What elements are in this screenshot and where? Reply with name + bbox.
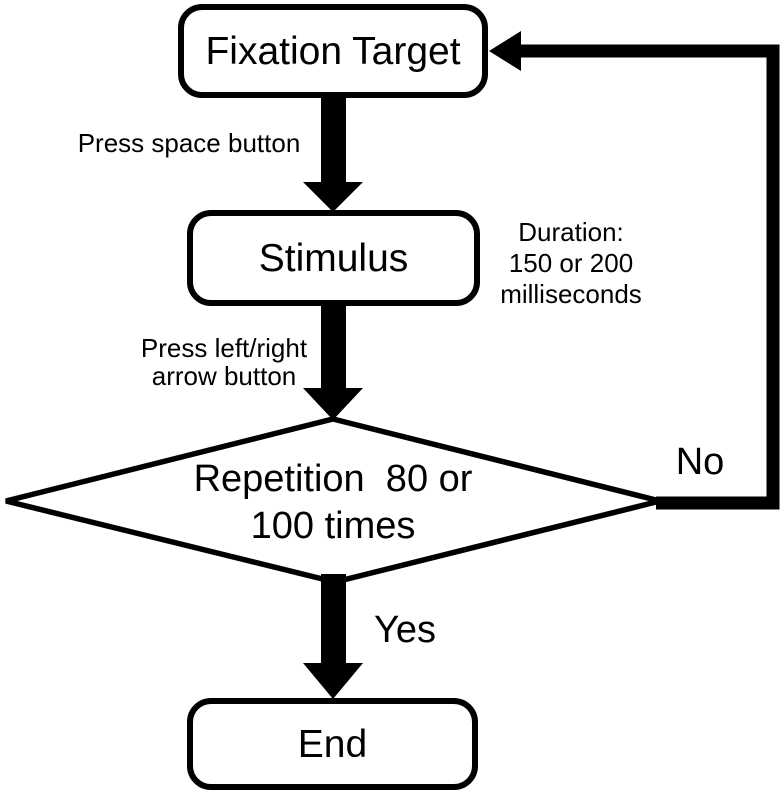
- end-label: End: [297, 722, 368, 766]
- decision-label: Repetition 80 or 100 times: [193, 458, 473, 547]
- no-edge-label: No: [675, 441, 725, 483]
- press-space-edge-label: Press space button: [77, 128, 301, 158]
- node-fixation-target: Fixation Target: [178, 4, 488, 98]
- no-loop-line: [514, 44, 780, 510]
- press-arrows-edge-label: Press left/right arrow button: [140, 333, 308, 391]
- node-end: End: [187, 698, 478, 790]
- arrow-fixation-to-stimulus-icon: [303, 95, 363, 212]
- yes-edge-label: Yes: [374, 609, 436, 651]
- node-stimulus: Stimulus: [187, 210, 480, 306]
- stimulus-label: Stimulus: [258, 236, 409, 280]
- arrow-stimulus-to-decision-icon: [303, 301, 363, 420]
- duration-annotation: Duration: 150 or 200 milliseconds: [500, 217, 642, 309]
- no-loop-arrowhead-icon: [489, 31, 521, 71]
- fixation-target-label: Fixation Target: [205, 29, 461, 73]
- arrow-decision-to-end-icon: [303, 574, 363, 699]
